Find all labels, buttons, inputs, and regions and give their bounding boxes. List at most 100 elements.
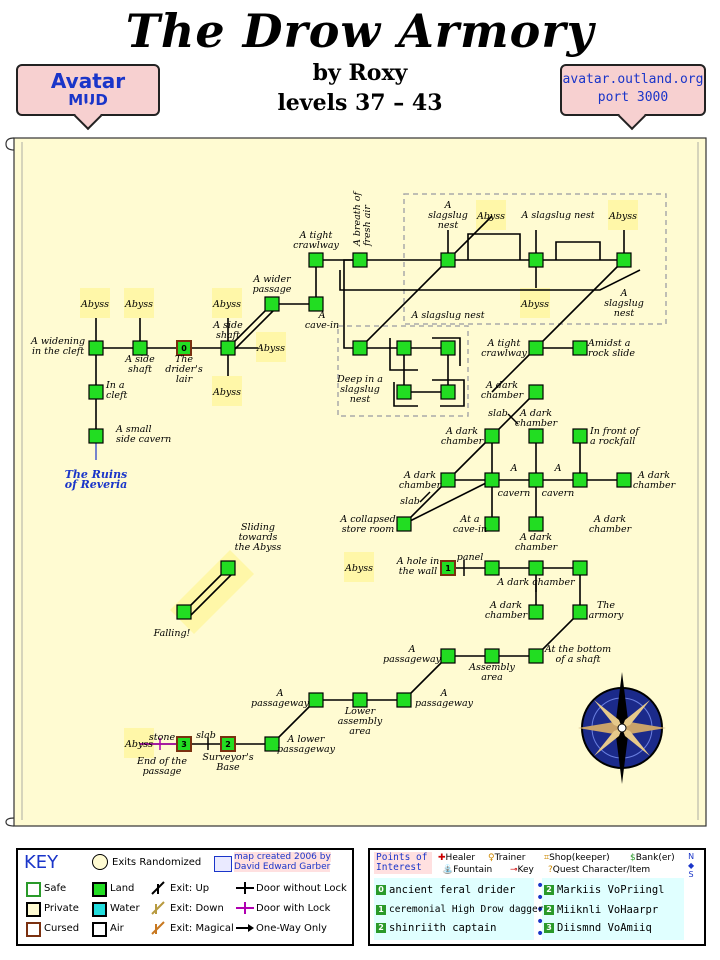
randomized-icon	[92, 854, 108, 870]
label-abyss-0: Abyss	[80, 299, 109, 310]
poi-divider-dots: •••••	[536, 878, 545, 942]
key-air: Air	[110, 923, 124, 934]
key-exit-down: Exit: Down	[170, 903, 224, 914]
banner-avatar-text: Avatar	[50, 69, 126, 93]
bank-icon: $	[630, 853, 636, 863]
slagslug-loops	[339, 233, 641, 407]
svg-text:1: 1	[445, 564, 451, 573]
compass-rose-icon	[578, 672, 666, 784]
cursed-swatch	[26, 922, 41, 937]
label-slagslug_nest_2: A slagslug nest	[520, 210, 594, 221]
legend-key: ⊸Key	[510, 865, 534, 875]
key-exit-magical: Exit: Magical	[170, 923, 234, 934]
label-falling: Falling!	[153, 628, 191, 639]
map-levels: levels 37 – 43	[277, 90, 443, 116]
label-cavern-1: cavern	[498, 488, 531, 499]
slagslug-zone-upper	[403, 193, 667, 325]
label-a-1: A	[510, 463, 518, 474]
private-swatch	[26, 902, 41, 917]
legend-healer: ✚Healer	[438, 853, 476, 863]
label-cavern-2: cavern	[542, 488, 575, 499]
slagslug-zone-lower	[337, 325, 469, 417]
legend-trainer: ♀Trainer	[488, 853, 526, 863]
key-door-no-lock: Door without Lock	[256, 883, 347, 894]
server-banner: avatar.outland.org port 3000	[560, 64, 706, 116]
poi-heading-2: Interest	[376, 862, 422, 873]
abyss-blocks	[80, 200, 638, 758]
exit-down-icon	[151, 901, 165, 915]
exit-symbols	[151, 881, 165, 935]
key-heading: KEY	[24, 852, 59, 873]
safe-swatch	[26, 882, 41, 897]
rooms	[88, 252, 632, 752]
poi-heading-1: Points of	[376, 852, 428, 863]
exit-up-icon	[151, 881, 165, 895]
shop-icon: ⌗	[544, 853, 550, 863]
key-cursed: Cursed	[44, 923, 80, 934]
map-title: The Drow Armory	[125, 4, 595, 58]
key-one-way: One-Way Only	[256, 923, 327, 934]
avatar-mud-banner: Avatar MUD	[16, 64, 160, 116]
label-a-2: A	[554, 463, 562, 474]
fountain-icon: ⛲	[442, 865, 454, 875]
svg-text:2: 2	[225, 740, 231, 749]
key-safe: Safe	[44, 883, 67, 894]
healer-icon: ✚	[438, 853, 446, 863]
legend-shop: ⌗Shop(keeper)	[544, 853, 610, 863]
door-symbols	[236, 882, 254, 932]
locked-door-icon	[236, 902, 254, 914]
key-land: Land	[110, 883, 135, 894]
label-panel: panel	[457, 552, 484, 563]
label-dark-chamber-8: A dark chamber	[496, 577, 576, 588]
door-marks	[207, 413, 537, 750]
door-icon	[236, 882, 254, 894]
label-abyss-6: Abyss	[608, 211, 637, 222]
label-abyss-10: Abyss	[344, 563, 373, 574]
scroll-pen-icon	[214, 856, 232, 872]
scroll-curl-top	[5, 137, 15, 151]
key-exits-randomized: Exits Randomized	[112, 857, 202, 868]
land-swatch	[92, 882, 107, 897]
legend-fountain: ⛲Fountain	[442, 865, 493, 875]
label-abyss-7: Abyss	[520, 299, 549, 310]
label-breath-fresh-air: A breath offresh air	[352, 191, 373, 247]
quest-icon: ?	[548, 865, 553, 875]
poi-markers: 0 1 3 2	[181, 344, 451, 749]
air-swatch	[92, 922, 107, 937]
trainer-icon: ♀	[488, 853, 495, 863]
compass-mini-icon: N◆S	[688, 852, 695, 879]
key-credit-2: David Edward Garber	[234, 862, 331, 872]
label-abyss-4: Abyss	[212, 387, 241, 398]
